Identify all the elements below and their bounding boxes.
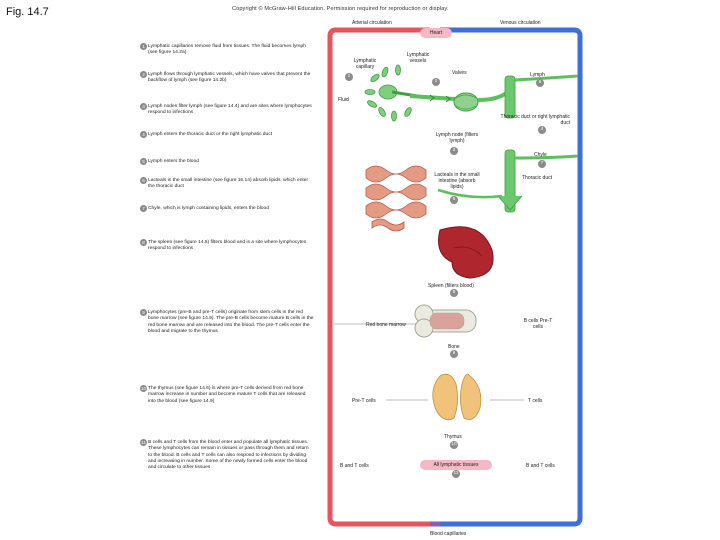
right-lymphatic-duct <box>504 75 516 119</box>
lymphatic-capillary-network <box>364 64 431 122</box>
badge-lacteal: 6 <box>450 196 458 204</box>
lacteal-vessel <box>437 188 503 199</box>
step-number: 3 <box>140 103 147 110</box>
step-number: 2 <box>140 71 147 78</box>
arterial-circulation-label: Arterial circulation <box>352 20 392 26</box>
t-cells-label: T cells <box>528 398 543 404</box>
b-cells-pre-t-label: B cells Pre-T cells <box>523 318 553 330</box>
small-intestine-icon <box>365 165 427 232</box>
valves-label: Valves <box>452 70 467 76</box>
step-text: Lymphatic capillaries remove fluid from … <box>148 44 306 56</box>
badge-capillary: 1 <box>345 73 353 81</box>
step-number: 9 <box>140 309 147 316</box>
blood-capillaries-label: Blood capillaries <box>430 531 467 537</box>
lymph-label: Lymph <box>530 72 545 78</box>
step-text: Lymph enters the blood <box>148 159 199 164</box>
lymph-to-vein <box>514 74 579 82</box>
badge-duct: 4 <box>538 126 546 134</box>
step-text: B cells and T cells from the blood enter… <box>148 440 309 471</box>
step-number: 8 <box>140 239 147 246</box>
thoracic-duct-or-right-label: Thoracic duct or right lymphatic duct <box>500 114 570 126</box>
copyright-notice: Copyright © McGraw-Hill Education. Permi… <box>232 6 449 12</box>
badge-spleen: 8 <box>450 289 458 297</box>
step-number: 4 <box>140 131 147 138</box>
thymus-label: Thymus <box>444 434 462 440</box>
lacteals-label: Lacteals in the small intestine (absorb … <box>434 172 480 190</box>
bone-label: Bone <box>448 344 460 350</box>
fluid-label: Fluid <box>338 97 349 103</box>
heart-label: Heart <box>420 28 452 38</box>
chyle-to-vein <box>514 154 579 160</box>
step-text: Lymph nodes filter lymph (see figure 14.… <box>148 104 312 116</box>
b-and-t-cells-right-label: B and T cells <box>526 463 555 469</box>
lymphatic-capillary-label: Lymphatic capillary <box>353 58 377 70</box>
step-text: Lymph enters the thoracic duct or the ri… <box>148 132 273 137</box>
step-number: 11 <box>140 439 147 446</box>
step-number: 7 <box>140 205 147 212</box>
arterial-vessel <box>327 27 430 527</box>
badge-all-tissue: 11 <box>452 470 460 478</box>
badge-lymph: 5 <box>536 79 544 87</box>
badge-vessels: 2 <box>432 78 440 86</box>
chyle-label: Chyle <box>534 152 547 158</box>
step-text: Chyle, which is lymph containing lipids,… <box>148 206 269 211</box>
bone-icon <box>414 304 477 338</box>
step-text: Lacteals in the small intestine (see fig… <box>148 178 309 190</box>
badge-thymus: 10 <box>450 441 458 449</box>
lymphatic-vessels-label: Lymphatic vessels <box>406 52 430 64</box>
thymus-icon <box>432 373 482 421</box>
step-number: 10 <box>140 385 147 392</box>
figure-label: Fig. 14.7 <box>6 6 49 18</box>
pre-t-cells-label: Pre-T cells <box>352 398 376 404</box>
lymph-node <box>453 92 479 112</box>
badge-node: 3 <box>450 147 458 155</box>
all-lymphatic-tissues-label: All lymphatic tissues <box>420 460 492 470</box>
badge-bone: 9 <box>450 350 458 358</box>
red-bone-marrow-label: Red bone marrow <box>366 322 406 328</box>
step-text: The spleen (see figure 14.5) filters blo… <box>148 240 307 252</box>
step-number: 5 <box>140 158 147 165</box>
thoracic-duct-label: Thoracic duct <box>522 175 553 181</box>
step-number: 1 <box>140 43 147 50</box>
cisterna-icon <box>497 195 523 211</box>
venous-vessel <box>440 27 583 527</box>
venous-circulation-label: Venous circulation <box>500 20 541 26</box>
spleen-icon <box>438 226 494 279</box>
lymph-node-label: Lymph node (filters lymph) <box>435 132 479 144</box>
step-text: Lymph flows through lymphatic vessels, w… <box>148 72 311 84</box>
spleen-label: Spleen (filters blood) <box>428 283 474 289</box>
step-text: The thymus (see figure 14.6) is where pr… <box>148 386 306 404</box>
step-text: Lymphocytes (pre-B and pre-T cells) orig… <box>148 310 314 334</box>
step-number: 6 <box>140 177 147 184</box>
badge-chyle: 7 <box>538 160 546 168</box>
b-and-t-cells-left-label: B and T cells <box>340 463 369 469</box>
valves-icon <box>429 94 451 103</box>
